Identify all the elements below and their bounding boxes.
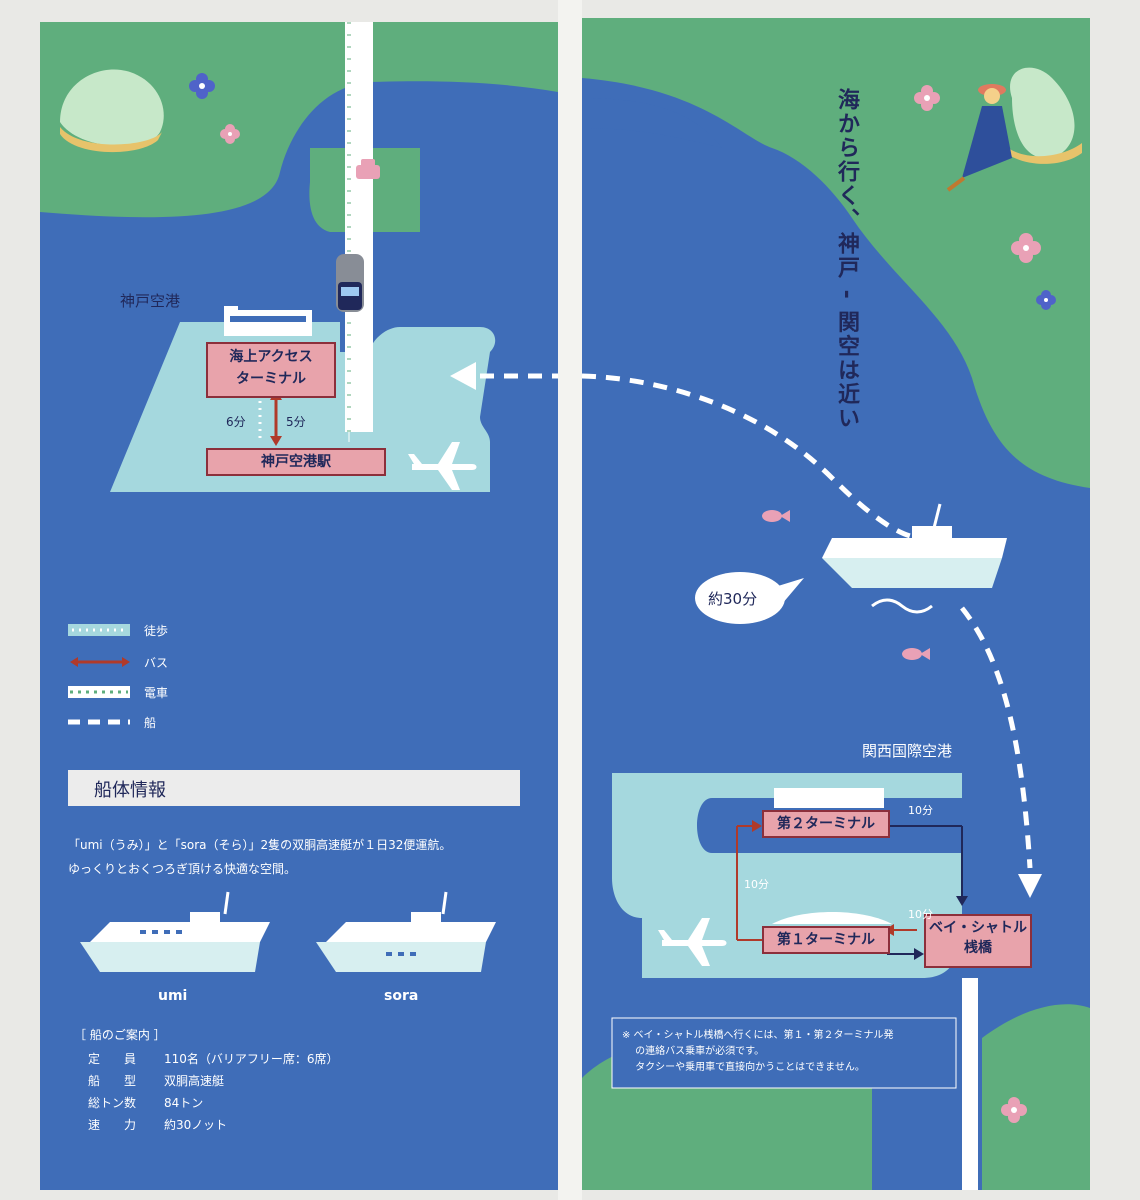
- flower-blue-icon: [1036, 290, 1056, 310]
- terminal1-label: 第１ターミナル: [762, 926, 890, 954]
- car-icon: [356, 159, 380, 179]
- ship-route-top: [582, 373, 923, 541]
- headline-vertical: 海から行く、神戸 - 関空は近い: [834, 88, 859, 431]
- fish-2-icon: [902, 648, 930, 660]
- terminal-building-icon: [224, 306, 312, 336]
- walk-time-label: 6分: [226, 415, 246, 429]
- kobe-airport-station-label: 神戸空港駅: [206, 448, 386, 476]
- bus-time-label: 5分: [286, 415, 306, 429]
- road-to-pier: [962, 978, 978, 1190]
- fold-gap: [558, 0, 582, 1200]
- ship-info-title: 船体情報: [94, 780, 166, 801]
- guide-key-type: 船 型: [88, 1074, 137, 1088]
- guide-value-tonnage: 84トン: [164, 1096, 204, 1110]
- umi-ship-icon: [80, 891, 270, 972]
- kansai-airport-title: 関西国際空港: [862, 742, 953, 760]
- sora-ship-icon: [316, 891, 496, 972]
- legend-walk-label: 徒歩: [144, 624, 169, 638]
- duration-bubble-label: 約30分: [708, 590, 758, 608]
- ship-route-bottom: [960, 606, 1033, 869]
- right-map-art: [582, 18, 1090, 1190]
- terminal2-building-icon: [774, 788, 884, 808]
- note-line-1: ※ ベイ・シャトル桟橋へ行くには、第１・第２ターミナル発: [622, 1030, 894, 1041]
- ship-info-desc-line-2: ゆっくりとおくつろぎ頂ける快適な空間。: [68, 862, 297, 876]
- bottom-land-right: [982, 1004, 1090, 1190]
- guide-key-speed: 速 力: [88, 1118, 137, 1132]
- airplane-right-icon: [658, 918, 727, 966]
- left-map-panel: 神戸空港 海上アクセス ターミナル 神戸空港駅 6分 5分 徒歩 バス 電車 船…: [40, 22, 558, 1190]
- fish-icon: [762, 510, 790, 522]
- ship-route-arrowhead: [450, 362, 476, 390]
- note-box-border: [611, 1017, 957, 1089]
- ferry-icon: [822, 503, 1007, 614]
- hill-right-icon: [1010, 67, 1075, 159]
- kobe-airport-title: 神戸空港: [120, 292, 181, 310]
- flower-small-icon: [220, 124, 240, 144]
- ship-info-header-bg: [68, 770, 520, 806]
- guide-value-capacity: 110名（バリアフリー席：6席）: [164, 1052, 339, 1066]
- bay-shuttle-pier-label: ベイ・シャトル 桟橋: [924, 914, 1032, 968]
- kansai-bus-routes: [736, 820, 968, 960]
- ship-name-umi: umi: [158, 988, 188, 1004]
- sea-access-terminal-label: 海上アクセス ターミナル: [206, 342, 336, 398]
- flower-pink-2-icon: [1011, 233, 1041, 263]
- terminal1-building-icon: [772, 912, 892, 924]
- train-icon: [336, 254, 364, 312]
- time-t2-pier: 10分: [908, 804, 933, 817]
- legend-graphics: [68, 624, 130, 725]
- terminal2-label: 第２ターミナル: [762, 810, 890, 838]
- right-map-panel: 海から行く、神戸 - 関空は近い 約30分 関西国際空港 第２ターミナル 第１タ…: [582, 18, 1090, 1190]
- guide-value-speed: 約30ノット: [164, 1118, 228, 1132]
- ship-info-desc-line-1: 「umi（うみ）」と「sora（そら）」2隻の双胴高速艇が１日32便運航。: [68, 838, 452, 852]
- flower-bottom-icon: [1001, 1097, 1027, 1123]
- mainland-left: [40, 22, 558, 218]
- mainland-right: [582, 18, 1090, 488]
- ship-name-sora: sora: [384, 988, 419, 1004]
- guide-key-capacity: 定 員: [88, 1052, 137, 1066]
- left-map-art: [40, 22, 558, 972]
- time-pier-t1: 10分: [908, 908, 933, 921]
- ship-route-down-arrowhead: [1018, 874, 1042, 898]
- hill-icon: [60, 69, 164, 146]
- guide-value-type: 双胴高速艇: [164, 1074, 225, 1088]
- flower-icon: [189, 73, 215, 99]
- legend-ship-label: 船: [144, 716, 157, 730]
- guide-key-tonnage: 総トン数: [88, 1096, 137, 1110]
- flower-pink-icon: [914, 85, 940, 111]
- airplane-icon: [408, 442, 477, 490]
- guide-title: ［ 船のご案内 ］: [74, 1028, 166, 1042]
- girl-with-hat-icon: [946, 84, 1012, 192]
- note-line-3: タクシーや乗用車で直接向かうことはできません。: [622, 1062, 865, 1073]
- legend-train-label: 電車: [144, 686, 169, 700]
- note-line-2: の連絡バス乗車が必須です。: [622, 1046, 765, 1057]
- legend-bus-label: バス: [144, 656, 169, 670]
- time-t1-t2: 10分: [744, 878, 769, 891]
- duration-bubble-bg: [695, 572, 785, 624]
